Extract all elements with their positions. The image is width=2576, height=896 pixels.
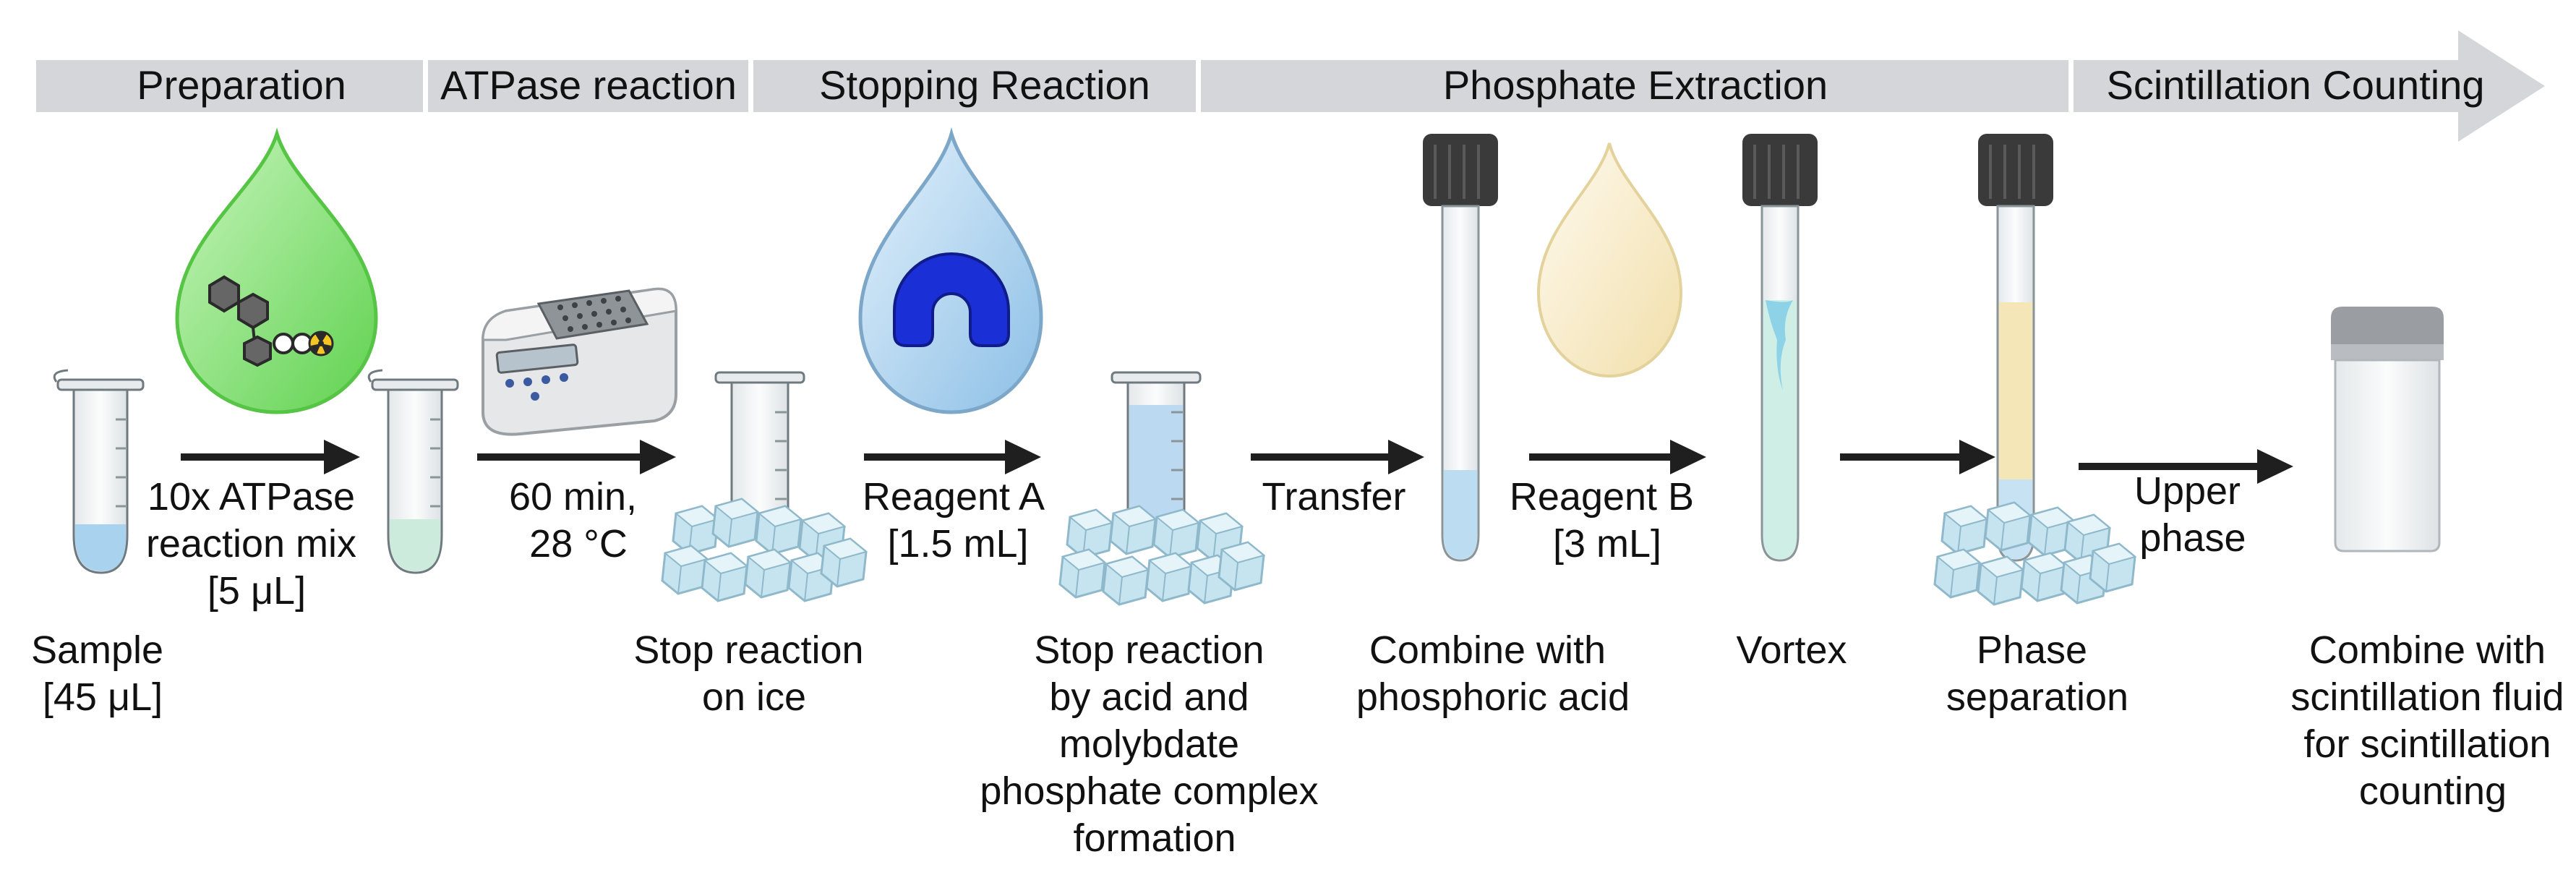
arrow-icon bbox=[2079, 449, 2293, 484]
sample-tube-icon bbox=[53, 369, 145, 574]
stage-label: Phosphate Extraction bbox=[1443, 62, 1828, 108]
stage-label: Scintillation Counting bbox=[2107, 62, 2485, 108]
step-label-upper-phase: Upper phase bbox=[2134, 469, 2251, 560]
step-label-reagent-b: Reagent B [3 mL] bbox=[1510, 475, 1705, 566]
stage-bar bbox=[1201, 60, 2068, 112]
ice-cubes-icon bbox=[661, 498, 868, 602]
arrow-icon bbox=[1840, 440, 1995, 474]
reagent-b-droplet-icon bbox=[1536, 137, 1683, 378]
molecule-icon bbox=[208, 275, 313, 367]
step-label-combine-scintillation: Combine with scintillation fluid for sci… bbox=[2290, 628, 2575, 813]
stage-bar bbox=[428, 60, 748, 112]
tube-on-ice-icon bbox=[661, 371, 868, 602]
reaction-mix-droplet-icon bbox=[175, 127, 378, 414]
step-label-mix: 10x ATPase reaction mix [5 μL] bbox=[146, 475, 367, 613]
tube-icon bbox=[367, 369, 459, 574]
step-label-stop-ice: Stop reaction on ice bbox=[633, 628, 874, 719]
stage-bar bbox=[753, 60, 1196, 112]
arrow-icon bbox=[1529, 440, 1706, 474]
step-label-reagent-a: Reagent A [1.5 mL] bbox=[863, 475, 1053, 566]
step-label-stop-acid: Stop reaction by acid and molybdate phos… bbox=[980, 628, 1329, 860]
stage-label: ATPase reaction bbox=[440, 62, 737, 108]
tube-on-ice-icon bbox=[1058, 371, 1265, 606]
stage-label: Stopping Reaction bbox=[819, 62, 1150, 108]
stage-label: Preparation bbox=[137, 62, 346, 108]
stage-bar-arrow bbox=[2074, 30, 2545, 142]
step-labels: Sample [45 μL] 10x ATPase reaction mix [… bbox=[31, 469, 2575, 860]
scintillation-vial-icon bbox=[2331, 307, 2444, 552]
arrow-icon bbox=[181, 440, 360, 474]
heat-block-icon bbox=[482, 287, 677, 436]
ice-cubes-icon bbox=[1933, 501, 2136, 606]
step-label-transfer: Transfer bbox=[1262, 475, 1405, 519]
reagent-a-droplet-icon bbox=[858, 127, 1043, 414]
test-tube-on-ice-icon bbox=[1933, 134, 2136, 606]
test-tube-icon bbox=[1423, 134, 1498, 562]
stage-banner: Preparation ATPase reaction Stopping Rea… bbox=[36, 30, 2545, 142]
radioactive-icon bbox=[308, 330, 334, 357]
step-label-phase-separation: Phase separation bbox=[1946, 628, 2128, 719]
arrow-icon bbox=[1251, 440, 1424, 474]
step-label-incubate: 60 min, 28 °C bbox=[509, 475, 648, 566]
step-label-sample: Sample [45 μL] bbox=[31, 628, 174, 719]
arrow-icon bbox=[477, 440, 676, 474]
stage-bar bbox=[36, 60, 423, 112]
arrow-icon bbox=[864, 440, 1041, 474]
ice-cubes-icon bbox=[1058, 505, 1265, 606]
test-tube-icon bbox=[1742, 134, 1818, 562]
magnet-icon bbox=[893, 252, 1010, 347]
step-label-combine-phosphoric: Combine with phosphoric acid bbox=[1356, 628, 1630, 719]
step-label-vortex: Vortex bbox=[1736, 628, 1847, 672]
